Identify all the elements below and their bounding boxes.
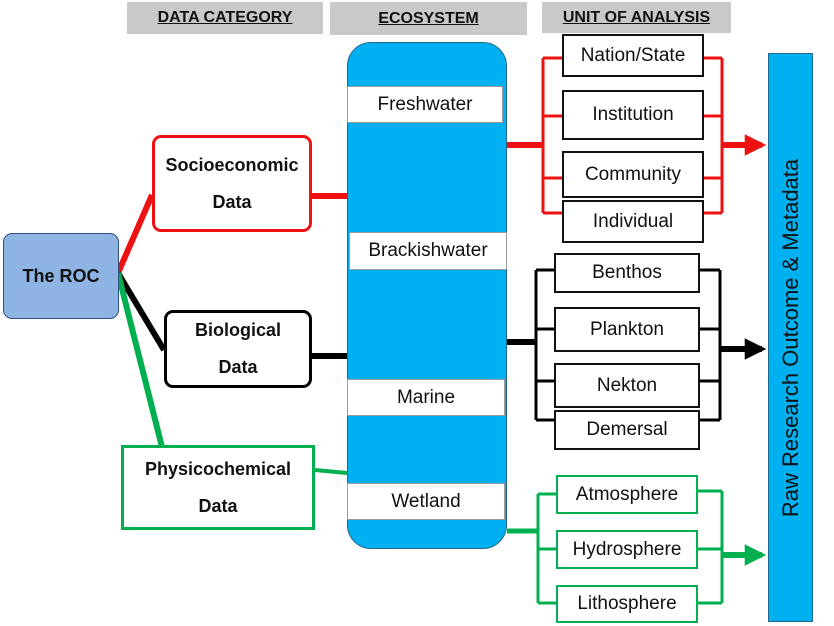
biological-bracket [507, 268, 767, 422]
root-node-the-roc: The ROC [3, 233, 119, 319]
ecosystem-freshwater: Freshwater [347, 86, 503, 123]
unit-atmosphere: Atmosphere [556, 475, 698, 514]
header-unit-of-analysis: UNIT OF ANALYSIS [542, 2, 731, 33]
unit-nation-state: Nation/State [562, 34, 704, 77]
root-to-category-links [115, 193, 167, 448]
category-physicochemical-data: Physicochemical Data [121, 445, 315, 530]
ecosystem-wetland: Wetland [347, 483, 505, 520]
unit-benthos: Benthos [554, 253, 700, 293]
header-ecosystem: ECOSYSTEM [330, 2, 527, 35]
physicochemical-bracket [507, 489, 767, 605]
unit-lithosphere: Lithosphere [556, 585, 698, 623]
unit-demersal: Demersal [554, 410, 700, 450]
ecosystem-column [347, 42, 507, 549]
unit-individual: Individual [562, 200, 704, 243]
output-label: Raw Research Outcome & Metadata [777, 158, 803, 517]
category-to-ecosystem-links [312, 193, 348, 475]
header-data-category: DATA CATEGORY [127, 2, 323, 34]
link-physicochemical-ecosystem [314, 468, 348, 475]
category-biological-data: Biological Data [164, 310, 312, 388]
link-roc-physicochemical [115, 272, 165, 448]
unit-nekton: Nekton [554, 363, 700, 408]
output-raw-research-outcome: Raw Research Outcome & Metadata [768, 53, 813, 622]
link-roc-biological [115, 271, 167, 352]
socioeconomic-bracket [507, 56, 767, 215]
unit-hydrosphere: Hydrosphere [556, 530, 698, 569]
ecosystem-brackishwater: Brackishwater [349, 232, 507, 270]
unit-community: Community [562, 151, 704, 198]
unit-institution: Institution [562, 90, 704, 140]
link-roc-socioeconomic [115, 193, 155, 275]
ecosystem-marine: Marine [347, 379, 505, 416]
unit-plankton: Plankton [554, 307, 700, 352]
category-socioeconomic-data: Socioeconomic Data [152, 135, 312, 232]
